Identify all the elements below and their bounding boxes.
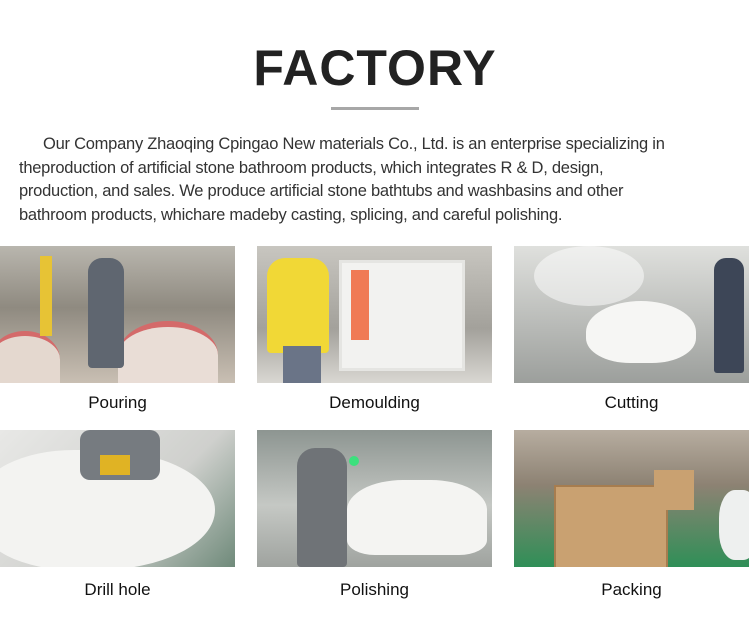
step-label: Pouring bbox=[88, 393, 147, 412]
pouring-photo bbox=[0, 246, 235, 383]
packing-photo bbox=[514, 430, 749, 567]
company-intro: Our Company Zhaoqing Cpingao New materia… bbox=[19, 133, 744, 227]
step-label: Cutting bbox=[604, 393, 659, 412]
intro-line: production, and sales. We produce artifi… bbox=[19, 182, 624, 200]
intro-line: Our Company Zhaoqing Cpingao New materia… bbox=[43, 135, 665, 153]
title-divider bbox=[331, 107, 419, 110]
page-title: FACTORY bbox=[253, 40, 497, 96]
cutting-photo bbox=[514, 246, 749, 383]
step-label: Demoulding bbox=[329, 393, 420, 412]
step-label: Polishing bbox=[340, 580, 409, 599]
intro-line: bathroom products, whichare madeby casti… bbox=[19, 205, 563, 224]
step-label: Drill hole bbox=[84, 580, 151, 599]
demoulding-photo bbox=[257, 246, 492, 383]
intro-line: theproduction of artificial stone bathro… bbox=[19, 158, 604, 177]
step-label: Packing bbox=[601, 580, 662, 599]
polishing-photo bbox=[257, 430, 492, 567]
drill-hole-photo bbox=[0, 430, 235, 567]
